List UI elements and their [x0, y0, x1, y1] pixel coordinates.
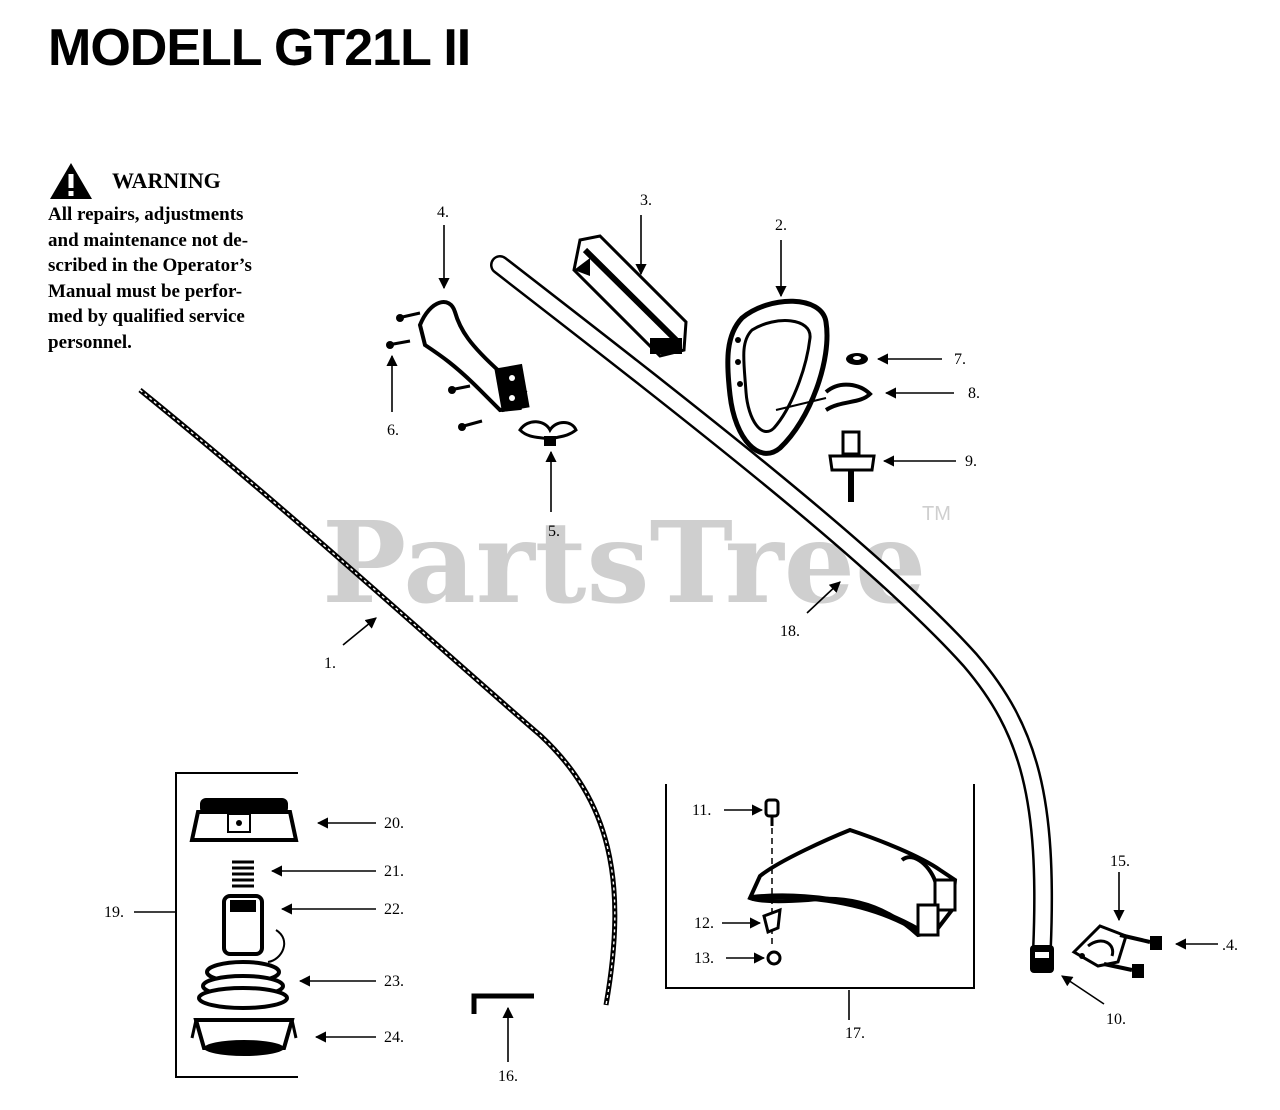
warning-line: personnel.: [48, 331, 132, 353]
callout-labels: 1. 2. 3. 4. 5. 6. 7. 8. 9. 10. 11. 12. 1…: [104, 192, 1238, 1085]
callout-24: 24.: [384, 1029, 404, 1046]
part-shaft-end-fitting: [1030, 945, 1054, 973]
callout-8: 8.: [968, 385, 980, 402]
callout-10: 10.: [1106, 1011, 1126, 1028]
callout-6: 6.: [387, 422, 399, 439]
callout-15: 15.: [1110, 853, 1130, 870]
callout-16: 16.: [498, 1068, 518, 1085]
callout-14: .4.: [1222, 937, 1238, 954]
callout-23: 23.: [384, 973, 404, 990]
part-spring: [232, 860, 254, 888]
part-head-bowl: [190, 1018, 298, 1056]
warning-line: and maintenance not de-: [48, 229, 249, 251]
leader-arrows: [134, 215, 1218, 1062]
warning-triangle-icon: [50, 163, 92, 199]
part-shaft-tube: [490, 255, 1054, 958]
part-drive-cable: [138, 388, 618, 1006]
part-knob-bolt: [828, 430, 876, 502]
part-guard-nut: [766, 950, 782, 966]
trimmer-head-group: [175, 772, 299, 1078]
callout-4: 4.: [437, 204, 449, 221]
warning-line: med by qualified service: [48, 306, 245, 327]
part-screws: [386, 311, 483, 431]
watermark-text: PartsTree: [322, 498, 926, 629]
warning-title: WARNING: [112, 168, 221, 193]
part-spool-hub: [222, 894, 286, 963]
part-guard-clamp: [1071, 924, 1128, 968]
part-upper-housing: [572, 234, 688, 358]
part-rear-handle: [417, 300, 530, 413]
page-title: MODELL GT21L II: [48, 19, 471, 77]
warning-line: All repairs, adjustments: [48, 204, 244, 225]
warning-line: scribed in the Operator’s: [48, 255, 252, 276]
callout-22: 22.: [384, 901, 404, 918]
part-wing-nut: [518, 420, 578, 446]
warning-box: WARNING All repairs, adjustments and mai…: [48, 160, 308, 355]
callout-2: 2.: [775, 217, 787, 234]
guard-group: [665, 784, 975, 989]
warning-text: All repairs, adjustments and maintenance…: [48, 202, 300, 355]
part-line-cutter-blade: [762, 907, 782, 935]
callout-18: 18.: [780, 623, 800, 640]
callout-13: 13.: [694, 950, 714, 967]
callout-7: 7.: [954, 351, 966, 368]
warning-header: WARNING: [48, 160, 308, 202]
callout-17: 17.: [845, 1025, 865, 1042]
part-loop-handle: [725, 298, 830, 456]
part-spool: [197, 960, 289, 1010]
part-grass-guard: [747, 827, 958, 938]
part-clamp-bolts: [1103, 933, 1162, 978]
callout-1: 1.: [324, 655, 336, 672]
part-clamp: [775, 382, 873, 412]
callout-11: 11.: [692, 802, 711, 819]
part-hex-key: [471, 993, 534, 1014]
part-head-cap: [189, 798, 299, 842]
callout-9: 9.: [965, 453, 977, 470]
callout-12: 12.: [694, 915, 714, 932]
callout-5: 5.: [548, 523, 560, 540]
callout-20: 20.: [384, 815, 404, 832]
callout-21: 21.: [384, 863, 404, 880]
callout-3: 3.: [640, 192, 652, 209]
watermark-trademark: TM: [922, 503, 951, 525]
callout-19: 19.: [104, 904, 124, 921]
warning-line: Manual must be perfor-: [48, 280, 243, 302]
part-nut: [846, 353, 868, 365]
